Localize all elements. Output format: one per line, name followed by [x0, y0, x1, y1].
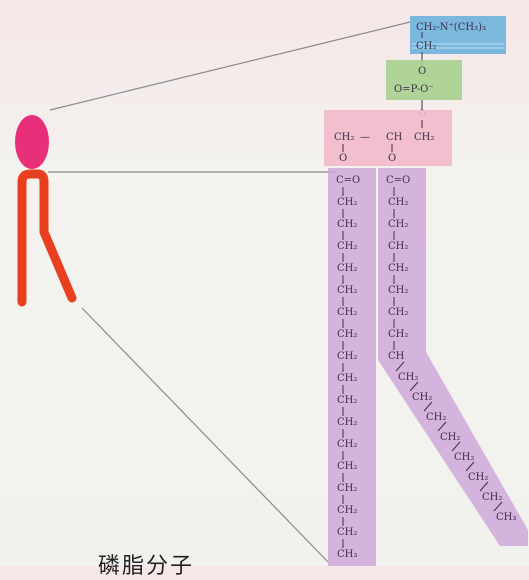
ester-left: C=O — [336, 175, 360, 186]
phospholipid-schematic — [15, 115, 77, 307]
phosphate-label: O=P-O⁻ — [394, 84, 434, 95]
chain-left-unit: CH₂ — [337, 307, 357, 318]
chain-right-unit: CH₂ — [388, 263, 408, 274]
chain-left-unit: CH₂ — [337, 417, 357, 428]
chain-right-unit: CH₂ — [388, 197, 408, 208]
ester-right: C=O — [386, 175, 410, 186]
glycerol-bond: — — [360, 132, 370, 143]
chain-left-units: CH₂ CH₂ CH₂ CH₂ CH₂ CH₂ CH₂ CH₂ CH₂ CH₂ CH₂ CH₂ CH₂ C… — [337, 187, 357, 560]
chain-left-unit: CH₂ — [337, 219, 357, 230]
chain-left-unit: CH₃ — [337, 549, 357, 560]
chain-right-diagonal-unit: CH₂ — [412, 392, 432, 403]
chain-bond — [409, 381, 419, 392]
chain-left-unit: CH₂ — [337, 351, 357, 362]
connector-tail — [81, 307, 329, 563]
chain-right-units: CH₂ CH₂ CH₂ CH₂ CH₂ CH₂ CH₂ CH CH₂ CH₂ CH₂ CH₂ CH₂ CH… — [388, 187, 516, 523]
chain-bond — [493, 501, 503, 512]
chain-right-diagonal-unit: CH₂ — [426, 412, 446, 423]
hydrophobic-tails — [17, 169, 77, 307]
chain-right-unit: CH₂ — [388, 329, 408, 340]
chain-left-unit: CH₂ — [337, 527, 357, 538]
phosphate-group: O O=P-O⁻ O — [386, 52, 462, 120]
glycerol-left: CH₂ — [334, 132, 354, 143]
chain-left-unit: CH₂ — [337, 285, 357, 296]
glycerol-mid: CH — [386, 132, 403, 143]
chain-right-unit: CH — [388, 351, 405, 362]
chain-left-unit: CH₂ — [337, 483, 357, 494]
chain-left-unit: CH₂ — [337, 263, 357, 274]
chain-left-unit: CH₂ — [337, 373, 357, 384]
glycerol-group: CH₂ — CH CH₂ O O — [324, 110, 452, 166]
chain-right-unit: CH₂ — [388, 307, 408, 318]
chain-right-diagonal-unit: CH₃ — [496, 512, 516, 523]
phosphate-link-top: O — [418, 66, 426, 77]
chain-left-unit: CH₂ — [337, 197, 357, 208]
chain-left-unit: CH₂ — [337, 439, 357, 450]
choline-ch2: CH₂ — [416, 41, 436, 52]
hydrophilic-head — [15, 115, 49, 169]
chain-right-diagonal-unit: CH₂ — [398, 372, 418, 383]
chain-left-unit: CH₂ — [337, 241, 357, 252]
chain-bond — [395, 361, 405, 372]
choline-group: CH₂-N⁺(CH₃)₃ CH₂ — [410, 16, 506, 54]
chain-right-unit: CH₂ — [388, 219, 408, 230]
chain-right-unit: CH₂ — [388, 285, 408, 296]
chain-bond — [465, 461, 475, 472]
chain-left-unit: CH₂ — [337, 505, 357, 516]
connector-head — [49, 21, 411, 111]
chain-left-unit: CH₂ — [337, 395, 357, 406]
phosphate-box — [386, 60, 462, 100]
chain-right-diagonal-unit: CH₂ — [454, 452, 474, 463]
chain-left-box — [328, 168, 376, 566]
chain-right-box — [378, 168, 528, 546]
choline-label: CH₂-N⁺(CH₃)₃ — [416, 22, 486, 33]
glycerol-right: CH₂ — [414, 132, 434, 143]
chain-bond — [451, 441, 461, 452]
chain-left-unit: CH₂ — [337, 329, 357, 340]
fatty-acid-chains: C=O C=O CH₂CH₂CH₂CH₂CH₂CH₂CH₂CH₂CH₂CH₂CH… — [328, 168, 528, 566]
chain-right-diagonal-unit: CH₂ — [468, 472, 488, 483]
glycerol-link-right: O — [388, 153, 396, 164]
phospholipid-diagram: CH₂-N⁺(CH₃)₃ CH₂ O O=P-O⁻ O CH₂ — CH CH₂… — [15, 16, 528, 566]
glycerol-link-left: O — [339, 153, 347, 164]
chain-right-unit: CH₂ — [388, 241, 408, 252]
diagram-caption: 磷脂分子 — [98, 554, 195, 579]
chain-bond — [479, 481, 489, 492]
chain-right-diagonal-unit: CH₂ — [440, 432, 460, 443]
chain-left-unit: CH₂ — [337, 461, 357, 472]
glycerol-box — [324, 110, 452, 166]
chain-right-diagonal-unit: CH₂ — [482, 492, 502, 503]
chain-bond — [437, 421, 447, 432]
chain-bond — [423, 401, 433, 412]
